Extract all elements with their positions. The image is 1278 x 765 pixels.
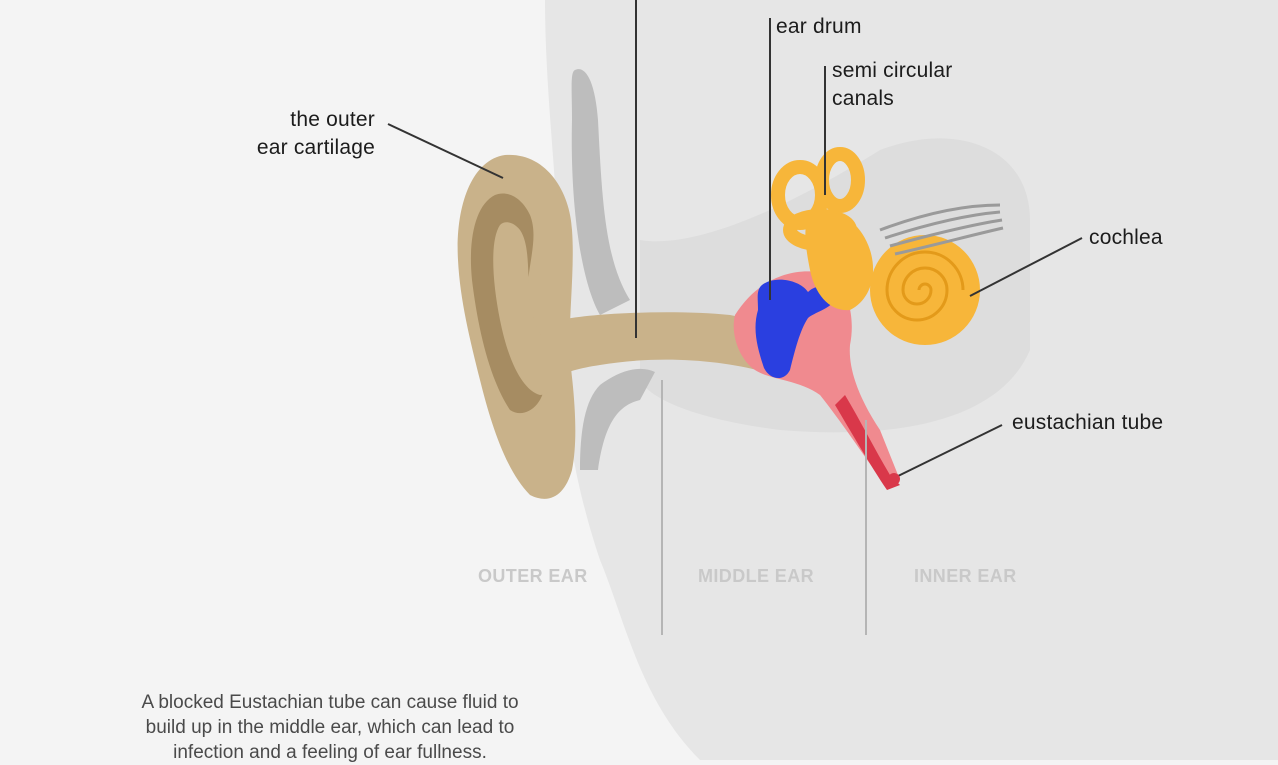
label-semi-circular-canals-line1: semi circular (832, 57, 952, 85)
caption-line2: build up in the middle ear, which can le… (60, 715, 600, 740)
label-eustachian-tube: eustachian tube (1012, 409, 1163, 437)
label-cochlea-text: cochlea (1089, 224, 1163, 252)
label-cochlea: cochlea (1089, 224, 1163, 252)
leader-eustachian-tube-end (888, 473, 900, 485)
cochlea-shape (870, 235, 980, 345)
label-ear-drum-text: ear drum (776, 13, 862, 41)
caption-line3: infection and a feeling of ear fullness. (60, 740, 600, 765)
label-outer-ear-cartilage: the outer ear cartilage (205, 106, 375, 162)
leader-outer-cartilage (388, 124, 503, 178)
label-outer-ear-cartilage-line1: the outer (205, 106, 375, 134)
caption: A blocked Eustachian tube can cause flui… (60, 690, 600, 765)
label-eustachian-tube-text: eustachian tube (1012, 409, 1163, 437)
label-semi-circular-canals: semi circular canals (832, 57, 952, 113)
label-outer-ear-cartilage-line2: ear cartilage (205, 134, 375, 162)
section-middle-ear: MIDDLE EAR (698, 566, 814, 587)
section-outer-ear: OUTER EAR (478, 566, 588, 587)
section-inner-ear: INNER EAR (914, 566, 1017, 587)
caption-line1: A blocked Eustachian tube can cause flui… (60, 690, 600, 715)
label-semi-circular-canals-line2: canals (832, 85, 952, 113)
label-ear-drum: ear drum (776, 13, 862, 41)
